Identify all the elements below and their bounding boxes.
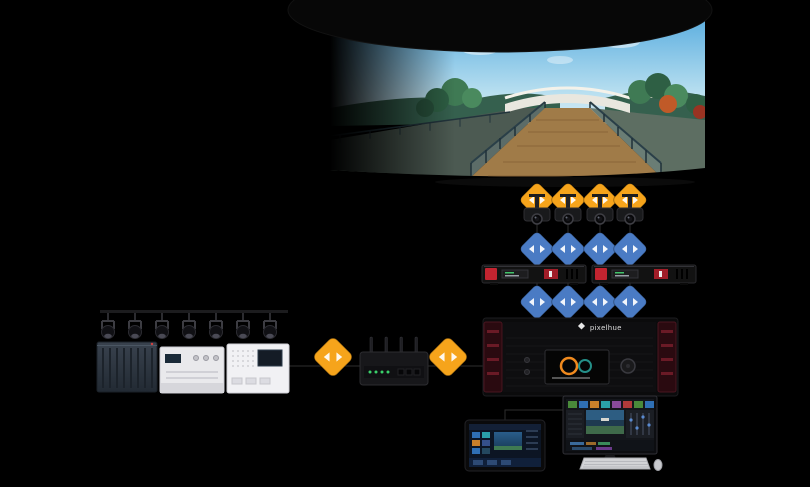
server-button [524, 369, 530, 375]
control-monitor [562, 395, 658, 466]
network-link-diamond [581, 283, 619, 321]
server-button [524, 357, 530, 363]
ceiling-fixture-row [100, 310, 288, 340]
network-switch [359, 336, 429, 386]
network-links-lower [518, 283, 649, 321]
ceiling-fixture [235, 312, 251, 340]
ceiling-fixture [181, 312, 197, 340]
scene-boardwalk [470, 108, 662, 177]
amplifier-stack [96, 341, 158, 393]
monitor-thumbnails [568, 401, 654, 408]
fiber-link-diamond-right [426, 335, 470, 379]
monitor-timeline [566, 440, 654, 451]
tablet-preview [494, 432, 522, 450]
power-amplifier [159, 346, 225, 394]
network-links-upper [518, 230, 649, 268]
network-link-diamond [549, 230, 587, 268]
keyboard [579, 457, 651, 470]
curved-screen [287, 0, 713, 187]
truss-bar [100, 310, 288, 313]
fiber-link-diamond-left [311, 335, 355, 379]
server-right-ear [657, 321, 677, 393]
mouse [653, 459, 663, 471]
ceiling-fixture [100, 312, 116, 340]
server-display [544, 349, 610, 385]
fiber-transceiver-1 [481, 264, 587, 286]
switch-antennas [369, 336, 418, 354]
server-left-ear [483, 321, 503, 393]
control-tablet [464, 419, 546, 472]
monitor-preview [586, 410, 624, 434]
media-server: pixelhue [482, 317, 679, 397]
network-link-diamond [518, 230, 556, 268]
network-link-diamond [611, 283, 649, 321]
screen-ceiling-arc [287, 0, 713, 53]
network-link-diamond [611, 230, 649, 268]
ceiling-fixture [262, 312, 278, 340]
ceiling-fixture [154, 312, 170, 340]
ceiling-fixture [208, 312, 224, 340]
fiber-transceiver-2 [591, 264, 697, 286]
network-link-diamond [549, 283, 587, 321]
server-logo: pixelhue [577, 322, 622, 332]
network-link-diamond [581, 230, 619, 268]
network-link-diamond [518, 283, 556, 321]
ceiling-fixture [127, 312, 143, 340]
audio-processor [226, 343, 290, 394]
server-logo-text: pixelhue [590, 323, 622, 332]
